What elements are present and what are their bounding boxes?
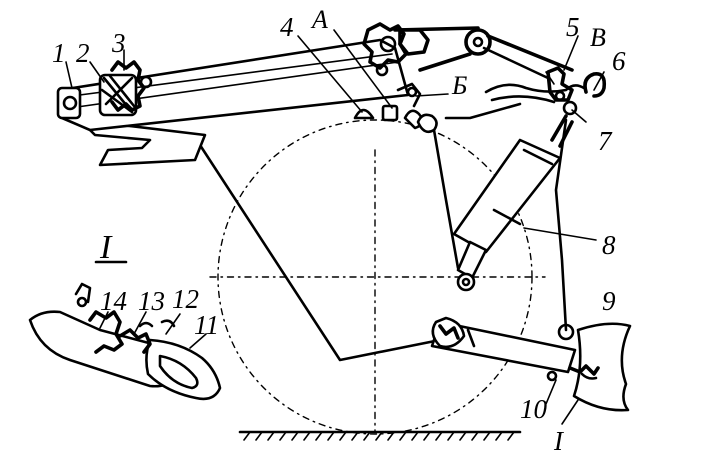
label-4: 4: [280, 12, 294, 42]
label-12: 12: [172, 284, 199, 314]
label-8: 8: [602, 230, 616, 260]
label-3: 3: [111, 28, 126, 58]
label-5: 5: [566, 12, 580, 42]
lower-draft-arm: [430, 316, 577, 382]
left-pivot-assembly: [56, 60, 153, 120]
leader-lines: [65, 29, 605, 425]
label-9: 9: [602, 286, 616, 316]
label-I-bottom: I: [553, 426, 565, 456]
detail-view-I: [28, 260, 222, 401]
label-6: 6: [612, 46, 626, 76]
lift-cable: [554, 118, 568, 332]
label-B: Б: [451, 71, 467, 100]
label-V: В: [590, 23, 606, 52]
label-13: 13: [138, 286, 165, 316]
hydraulic-cylinder: [452, 114, 574, 292]
lower-link: [196, 140, 442, 362]
wheel-outline: [209, 119, 546, 435]
top-rocker: [362, 22, 492, 77]
link-rod-5: [482, 34, 574, 80]
right-rocker: [484, 66, 607, 116]
ground-line: [238, 430, 522, 441]
label-A: А: [310, 5, 328, 34]
label-11: 11: [194, 310, 219, 340]
label-2: 2: [76, 38, 90, 68]
label-10: 10: [520, 394, 548, 424]
connector-link: [432, 102, 522, 270]
implement-bracket: [568, 322, 632, 412]
label-I-detail: I: [99, 229, 113, 266]
label-7: 7: [598, 126, 613, 156]
frame-plate: [78, 118, 207, 167]
label-1: 1: [52, 38, 66, 68]
label-14: 14: [100, 286, 127, 316]
labels: 1 2 3 4 А 5 В 6 Б 7 8 9 10 I I 14 13 12 …: [52, 5, 626, 456]
